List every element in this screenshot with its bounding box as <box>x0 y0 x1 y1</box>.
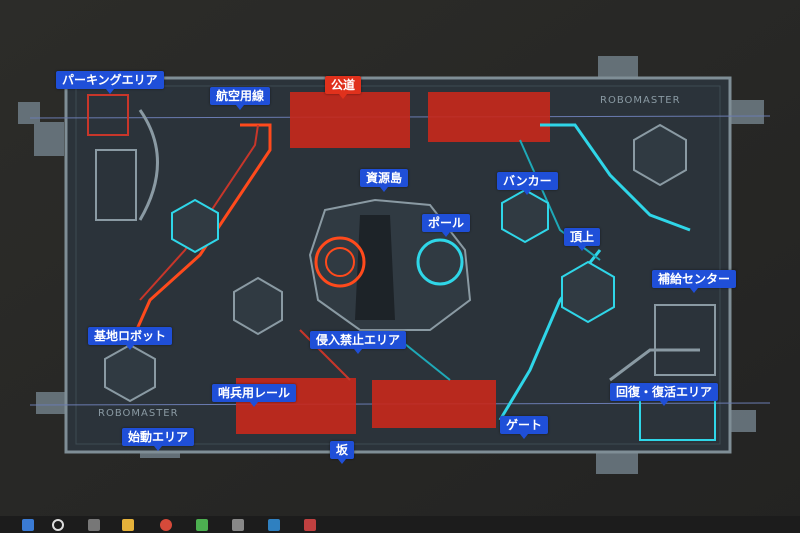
label-supply-center: 補給センター <box>652 270 737 293</box>
label-bunker: バンカー <box>497 172 558 195</box>
brand-bottom: ROBOMASTER <box>98 408 179 419</box>
app-icon-4[interactable] <box>304 519 316 531</box>
label-recovery-area: 回復・復活エリア <box>610 383 719 406</box>
folder-icon[interactable] <box>122 519 134 531</box>
label-summit: 頂上 <box>564 228 601 251</box>
label-air-lane: 航空用線 <box>210 87 271 110</box>
label-resource-island: 資源島 <box>360 169 409 192</box>
resource-island <box>308 198 472 331</box>
label-pole: ポール <box>422 214 471 237</box>
search-icon[interactable] <box>52 519 64 531</box>
label-start-area: 始動エリア <box>122 428 195 451</box>
label-base-robot: 基地ロボット <box>88 327 173 350</box>
app-icon-3[interactable] <box>268 519 280 531</box>
base-areas <box>87 94 716 441</box>
app-icon-2[interactable] <box>232 519 244 531</box>
app-icon[interactable] <box>196 519 208 531</box>
taskbar <box>0 516 800 533</box>
label-gate: ゲート <box>500 416 549 439</box>
hexagons <box>104 123 687 403</box>
label-parking-area: パーキングエリア <box>56 71 164 94</box>
label-slope: 坂 <box>330 441 355 464</box>
brand-top: ROBOMASTER <box>600 95 681 106</box>
chrome-icon[interactable] <box>160 519 172 531</box>
label-sentry-rail: 哨兵用レール <box>212 384 297 407</box>
windows-icon[interactable] <box>22 519 34 531</box>
task-view-icon[interactable] <box>88 519 100 531</box>
label-no-entry-area: 侵入禁止エリア <box>310 331 407 354</box>
label-public-road: 公道 <box>325 76 362 99</box>
